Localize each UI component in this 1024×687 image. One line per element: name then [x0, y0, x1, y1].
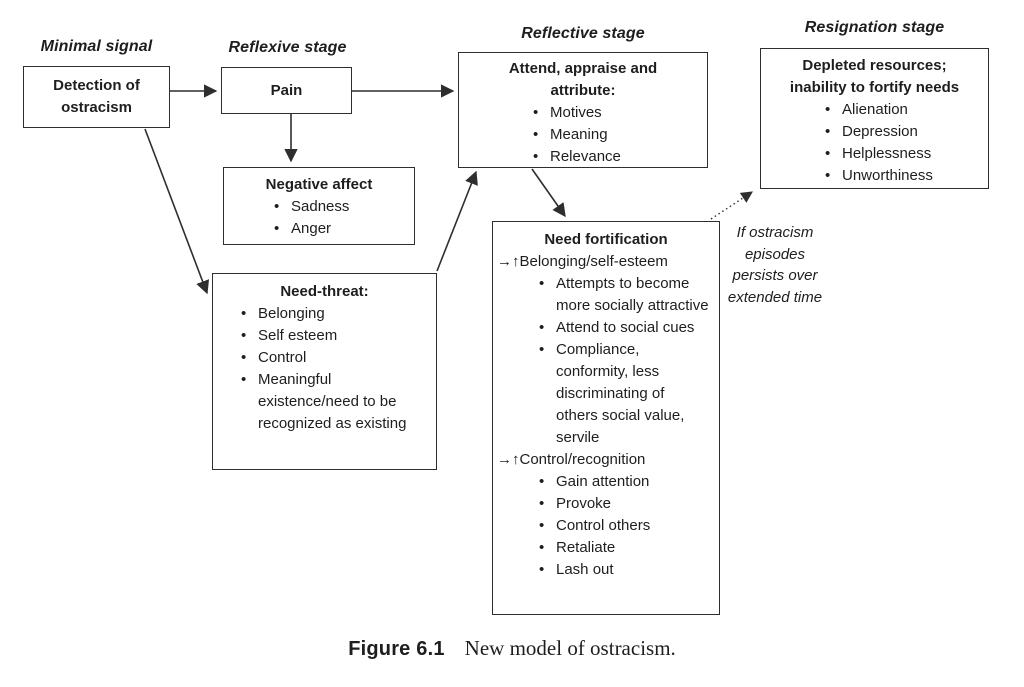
need-threat-title: Need-threat:	[280, 283, 369, 300]
depleted-resources-title: Depleted resources; inability to fortify…	[789, 57, 960, 96]
negative-affect-box: Negative affect Sadness Anger	[223, 167, 415, 245]
list-item: Alienation	[823, 99, 988, 121]
list-item: Helplessness	[823, 143, 988, 165]
pain-title: Pain	[270, 81, 303, 99]
list-item: Control others	[537, 515, 709, 537]
figure-caption: Figure 6.1 New model of ostracism.	[0, 636, 1024, 661]
list-item: Motives	[531, 102, 707, 124]
list-item: Compliance, conformity, less discriminat…	[537, 339, 709, 449]
list-item: Sadness	[272, 196, 414, 218]
figure-number: Figure 6.1	[348, 638, 445, 660]
control-recognition-list: Gain attention Provoke Control others Re…	[537, 471, 709, 581]
list-item: Unworthiness	[823, 165, 988, 187]
list-item: Belonging	[239, 303, 427, 325]
list-item: Meaning	[531, 124, 707, 146]
persistence-note: If ostracism episodes persists over exte…	[727, 224, 823, 306]
need-threat-list: Belonging Self esteem Control Meaningful…	[239, 303, 427, 435]
need-fortification-title: Need fortification	[544, 231, 668, 248]
belonging-self-esteem-heading: →↑Belonging/self-esteem	[497, 253, 668, 270]
stage-label-reflective: Reflective stage	[521, 25, 645, 42]
list-item: Retaliate	[537, 537, 709, 559]
attend-appraise-attribute-box: Attend, appraise and attribute: Motives …	[458, 52, 708, 168]
pain-box: Pain	[221, 67, 352, 114]
list-item: Relevance	[531, 146, 707, 168]
depleted-resources-box: Depleted resources; inability to fortify…	[760, 48, 989, 189]
list-item: Meaningful existence/need to be recogniz…	[239, 369, 427, 435]
belonging-self-esteem-list: Attempts to become more socially attract…	[537, 273, 709, 449]
arrow-need-fortification-to-depleted	[710, 191, 753, 220]
arrow-attend-to-need-fortification	[531, 168, 566, 218]
list-item: Lash out	[537, 559, 709, 581]
need-fortification-box: Need fortification →↑Belonging/self-este…	[492, 221, 720, 615]
need-threat-box: Need-threat: Belonging Self esteem Contr…	[212, 273, 437, 470]
list-item: Attempts to become more socially attract…	[537, 273, 709, 317]
arrow-detection-to-need-threat	[144, 128, 210, 295]
depleted-resources-list: Alienation Depression Helplessness Unwor…	[823, 99, 988, 187]
attend-list: Motives Meaning Relevance	[531, 102, 707, 168]
arrow-need-threat-to-attend	[436, 170, 478, 272]
list-item: Anger	[272, 218, 414, 240]
stage-label-minimal-signal: Minimal signal	[40, 38, 153, 55]
list-item: Self esteem	[239, 325, 427, 347]
list-item: Depression	[823, 121, 988, 143]
figure-title-text: New model of ostracism.	[464, 636, 676, 660]
detection-title: Detection of ostracism	[53, 77, 140, 116]
list-item: Control	[239, 347, 427, 369]
list-item: Gain attention	[537, 471, 709, 493]
negative-affect-list: Sadness Anger	[272, 196, 414, 240]
stage-label-resignation: Resignation stage	[804, 19, 945, 36]
negative-affect-title: Negative affect	[265, 176, 373, 193]
control-recognition-heading: →↑Control/recognition	[497, 451, 646, 468]
detection-of-ostracism-box: Detection of ostracism	[23, 66, 170, 128]
attend-title: Attend, appraise and attribute:	[508, 60, 658, 99]
list-item: Provoke	[537, 493, 709, 515]
stage-label-reflexive: Reflexive stage	[228, 39, 347, 56]
list-item: Attend to social cues	[537, 317, 709, 339]
